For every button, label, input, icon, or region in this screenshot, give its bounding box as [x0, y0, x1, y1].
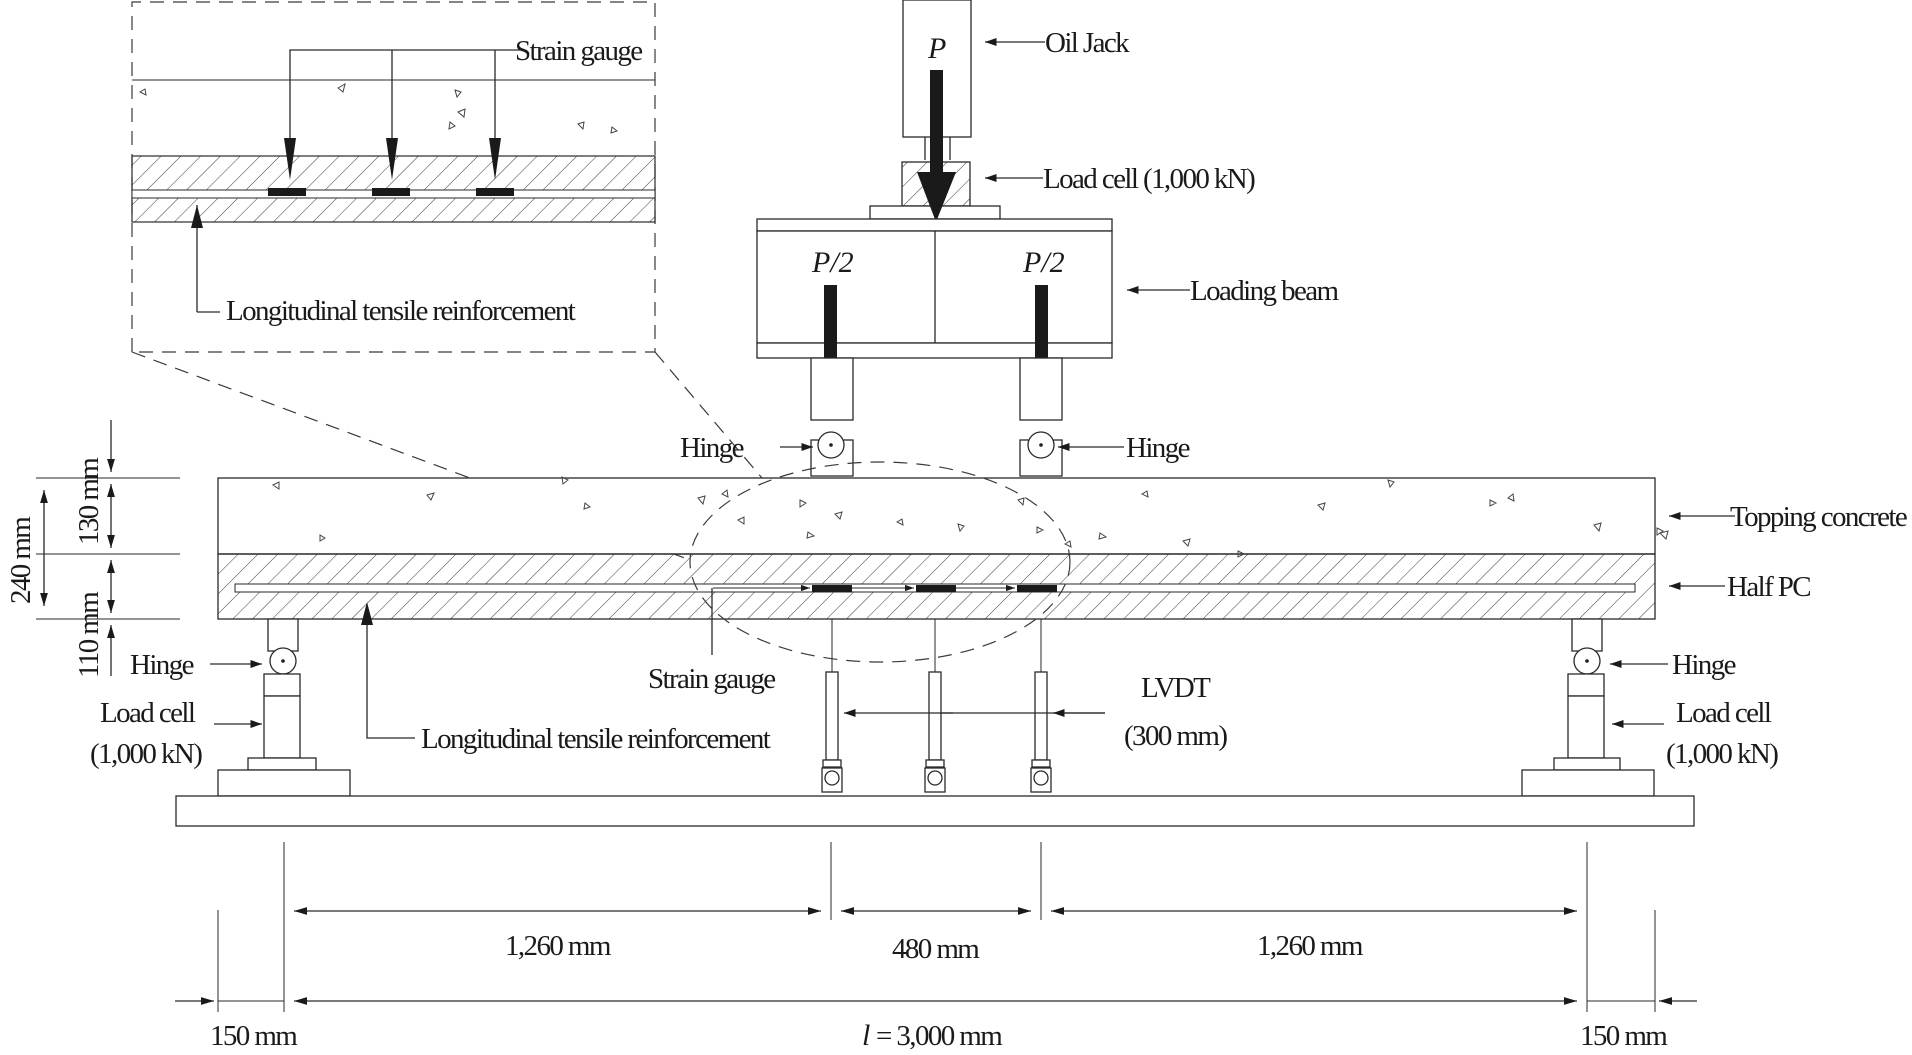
strain-gauge-mark: [916, 585, 956, 592]
loading-hinge-left: Hinge: [680, 357, 854, 477]
strain-gauge-mark: [268, 188, 306, 196]
inset-strain-gauge-label: Strain gauge: [515, 35, 642, 67]
slab: Topping concrete Half PC: [217, 476, 1908, 620]
load-p-label: P: [927, 32, 946, 65]
zoom-leader-line: [654, 351, 763, 479]
shear-span-right-label: 1,260 mm: [1257, 930, 1364, 962]
span-value-label: = 3,000 mm: [876, 1020, 1003, 1052]
hinge-label-bottom-right: Hinge: [1672, 649, 1736, 681]
strain-gauge-mark: [372, 188, 410, 196]
half-load-arrow-left: [824, 285, 837, 375]
hinge-label-top-left: Hinge: [680, 432, 744, 464]
overhang-left-label: 150 mm: [210, 1020, 298, 1052]
load-cell-left-line2: (1,000 kN): [90, 738, 202, 770]
shear-span-left-label: 1,260 mm: [505, 930, 612, 962]
lvdt-label-line1: LVDT: [1141, 672, 1211, 704]
load-arrow-main: [930, 70, 943, 175]
strain-gauge-mark: [812, 585, 852, 592]
loading-hinge-right: Hinge: [1019, 357, 1191, 477]
lvdt-group: LVDT (300 mm): [821, 619, 1229, 793]
load-cell-top: Load cell (1,000 kN): [869, 161, 1257, 220]
loading-beam-label: Loading beam: [1190, 275, 1340, 307]
load-cell-right-line1: Load cell: [1676, 697, 1772, 729]
half-pc-label: Half PC: [1727, 571, 1810, 603]
strain-gauge-label: Strain gauge: [648, 663, 775, 695]
mid-span-label: 480 mm: [892, 933, 980, 965]
topping-concrete: [217, 477, 1656, 555]
half-load-right-label: P/2: [1022, 246, 1065, 279]
pc-depth-label: 110 mm: [73, 591, 105, 678]
strain-gauge-mark: [1017, 585, 1057, 592]
load-cell-right-line2: (1,000 kN): [1666, 738, 1778, 770]
total-depth-label: 240 mm: [5, 516, 37, 604]
loading-beam: Loading beam P/2 P/2: [756, 218, 1341, 359]
load-cell-left-line1: Load cell: [100, 697, 196, 729]
detail-inset: Strain gauge Longitudinal tensile reinfo…: [131, 1, 656, 353]
detail-zoom-ellipse: [689, 461, 1071, 663]
oil-jack-label: Oil Jack: [1045, 27, 1130, 59]
inset-reinforcement-label: Longitudinal tensile reinforcement: [226, 295, 576, 327]
load-cell-top-label: Load cell (1,000 kN): [1043, 163, 1255, 195]
strain-gauge-mark: [476, 188, 514, 196]
hinge-label-bottom-left: Hinge: [130, 649, 194, 681]
span-symbol: l: [862, 1019, 870, 1052]
half-load-arrow-right: [1035, 285, 1048, 375]
support-left: Hinge Load cell (1,000 kN): [90, 618, 351, 797]
base-plate: [175, 795, 1695, 827]
overhang-right-label: 150 mm: [1580, 1020, 1668, 1052]
topping-depth-label: 130 mm: [73, 457, 105, 545]
reinforcement-label: Longitudinal tensile reinforcement: [421, 723, 771, 755]
oil-jack: P Oil Jack: [902, 0, 1132, 160]
depth-dimensions: 240 mm 130 mm 110 mm: [5, 420, 180, 678]
span-dimensions: 1,260 mm 480 mm 1,260 mm 150 mm l = 3,00…: [175, 842, 1697, 1052]
half-load-left-label: P/2: [811, 246, 854, 279]
lvdt-label-line2: (300 mm): [1124, 720, 1227, 752]
hinge-label-top-right: Hinge: [1126, 432, 1190, 464]
topping-concrete-label: Topping concrete: [1730, 501, 1907, 533]
support-right: Hinge Load cell (1,000 kN): [1521, 618, 1780, 797]
